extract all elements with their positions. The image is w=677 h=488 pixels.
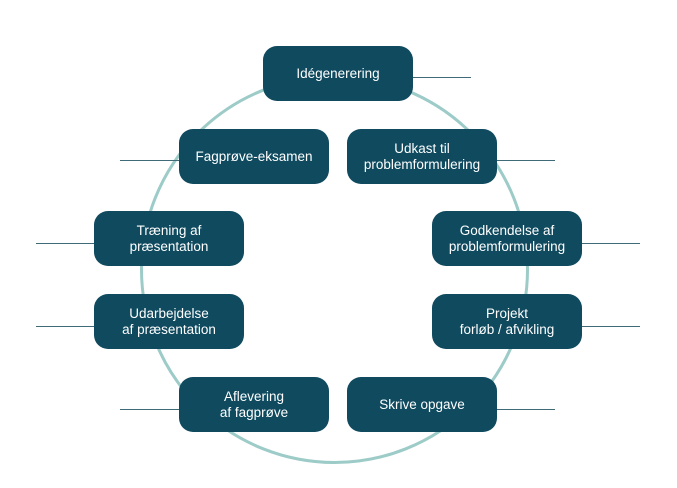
- leader-line-step-5: [497, 409, 555, 410]
- step-idegenerering: Idégenerering: [263, 46, 413, 101]
- leader-line-step-9: [120, 160, 180, 161]
- step-godkendelse-af-problemformulering: Godkendelse af problemformulering: [432, 211, 582, 266]
- step-aflevering-af-fagproeve: Aflevering af fagprøve: [179, 377, 329, 432]
- leader-line-step-4: [582, 326, 640, 327]
- step-fagproeve-eksamen: Fagprøve-eksamen: [179, 129, 329, 184]
- leader-line-step-7: [36, 326, 96, 327]
- step-projekt-forloeb-afvikling: Projekt forløb / afvikling: [432, 294, 582, 349]
- step-udarbejdelse-af-praesentation: Udarbejdelse af præsentation: [94, 294, 244, 349]
- leader-line-step-1: [413, 77, 471, 78]
- leader-line-step-6: [120, 409, 180, 410]
- step-skrive-opgave: Skrive opgave: [347, 377, 497, 432]
- leader-line-step-8: [36, 243, 96, 244]
- leader-line-step-3: [582, 243, 640, 244]
- step-traening-af-praesentation: Træning af præsentation: [94, 211, 244, 266]
- step-udkast-til-problemformulering: Udkast til problemformulering: [347, 129, 497, 184]
- leader-line-step-2: [497, 160, 555, 161]
